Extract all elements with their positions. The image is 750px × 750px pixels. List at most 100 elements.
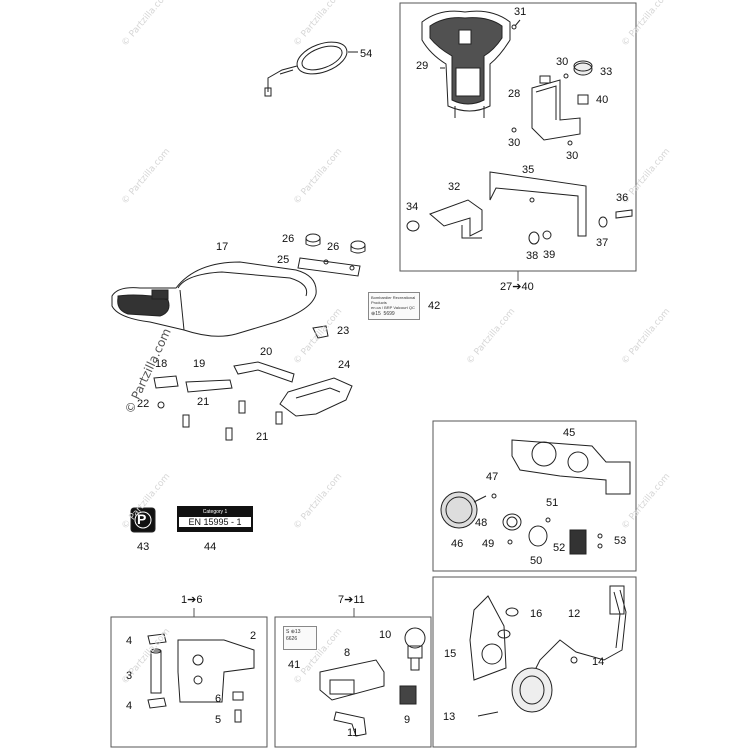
grommet-16a [505, 607, 519, 617]
plate-24 [279, 377, 353, 417]
callout-27-40: 27➔40 [500, 281, 534, 293]
bushing-34 [406, 220, 420, 232]
callout-30a: 30 [556, 56, 569, 68]
bracket-25 [297, 257, 361, 277]
plate-35 [489, 171, 587, 237]
label-42-line4: 5699 [383, 311, 395, 317]
callout-28: 28 [508, 88, 521, 100]
callout-34: 34 [406, 201, 419, 213]
callout-14: 14 [592, 656, 605, 668]
callout-47: 47 [486, 471, 499, 483]
label-41: S ⊕13 6626 [283, 626, 317, 650]
callout-6: 6 [215, 693, 222, 705]
callout-54: 54 [360, 48, 373, 60]
box-1-6 [110, 616, 268, 748]
label-41-line2: 6626 [286, 636, 298, 642]
clip-52 [569, 529, 587, 555]
callout-49: 49 [482, 538, 495, 550]
lamp-46 [440, 491, 487, 529]
harness-12 [531, 585, 627, 677]
nut-6 [232, 691, 244, 701]
callout-20: 20 [260, 346, 273, 358]
callout-21a: 21 [197, 396, 210, 408]
seat-17 [111, 261, 317, 337]
callout-23: 23 [337, 325, 350, 337]
callout-26a: 26 [282, 233, 295, 245]
callout-48: 48 [475, 517, 488, 529]
bolt-5 [234, 709, 242, 723]
callout-9: 9 [404, 714, 411, 726]
callout-46: 46 [451, 538, 464, 550]
callout-44: 44 [204, 541, 217, 553]
decal-44: Category 1 EN 15995 - 1 [177, 506, 253, 532]
callout-41: 41 [288, 659, 301, 671]
callout-8: 8 [344, 647, 351, 659]
lens-50 [528, 525, 548, 547]
decal-44-line1: Category 1 [202, 509, 228, 515]
latch-23 [312, 325, 329, 339]
callout-18: 18 [155, 358, 168, 370]
callout-26b: 26 [327, 241, 340, 253]
callout-13: 13 [443, 711, 456, 723]
callout-16: 16 [530, 608, 543, 620]
label-42-line2: en.ca / BRP Valcourt QC [371, 305, 415, 310]
label-42: Bombardier Recreational Products en.ca /… [368, 292, 420, 320]
bolt-13 [477, 711, 499, 717]
decal-44-line2: EN 15995 - 1 [179, 517, 251, 527]
callout-43: 43 [137, 541, 150, 553]
callout-50: 50 [530, 555, 543, 567]
label-42-line1: Bombardier Recreational Products [371, 295, 416, 305]
callout-39: 39 [543, 249, 556, 261]
studs-21 [182, 400, 283, 441]
pin-11 [333, 711, 367, 737]
callout-11: 11 [347, 727, 359, 739]
bracket-18 [153, 375, 179, 389]
bracket-19 [185, 379, 233, 393]
callout-51: 51 [546, 497, 559, 509]
backrest-29 [421, 10, 511, 118]
callout-21b: 21 [256, 431, 269, 443]
ball-10 [404, 627, 426, 671]
connector-main [511, 667, 553, 713]
box-12-16 [432, 576, 637, 748]
ring-48 [502, 513, 522, 531]
callout-33: 33 [600, 66, 613, 78]
grommet-26a [305, 233, 321, 247]
callout-25: 25 [277, 254, 290, 266]
label-41-line1: S ⊕13 [286, 629, 301, 635]
label-42-line3: ⊕15 [371, 311, 381, 317]
hitch-2 [177, 639, 255, 703]
bracket-20 [233, 361, 295, 383]
receiver-8 [319, 659, 385, 701]
bolt-36 [615, 209, 633, 219]
box-7-11 [274, 616, 432, 748]
callout-52: 52 [553, 542, 566, 554]
callout-3: 3 [126, 670, 133, 682]
clip-4a [147, 633, 167, 645]
bracket-28 [531, 75, 581, 141]
callout-40: 40 [596, 94, 609, 106]
callout-4a: 4 [126, 635, 133, 647]
callout-4b: 4 [126, 700, 133, 712]
callout-7-11: 7➔11 [338, 594, 365, 606]
callout-2: 2 [250, 630, 257, 642]
callout-42: 42 [428, 300, 441, 312]
mirror-54 [264, 41, 358, 97]
callout-36: 36 [616, 192, 629, 204]
callout-30b: 30 [508, 137, 521, 149]
bracket-45 [511, 439, 631, 495]
nut-22 [157, 401, 165, 409]
callout-30c: 30 [566, 150, 579, 162]
grommet-16b [497, 629, 511, 639]
box-45-53 [432, 420, 637, 572]
callout-5: 5 [215, 714, 222, 726]
cover-9 [399, 685, 417, 705]
callout-24: 24 [338, 359, 351, 371]
clip-4b [147, 697, 167, 709]
callout-1-6: 1➔6 [181, 594, 203, 606]
callout-38: 38 [526, 250, 539, 262]
callout-10: 10 [379, 629, 392, 641]
callout-15: 15 [444, 648, 457, 660]
socket-15 [469, 595, 507, 681]
